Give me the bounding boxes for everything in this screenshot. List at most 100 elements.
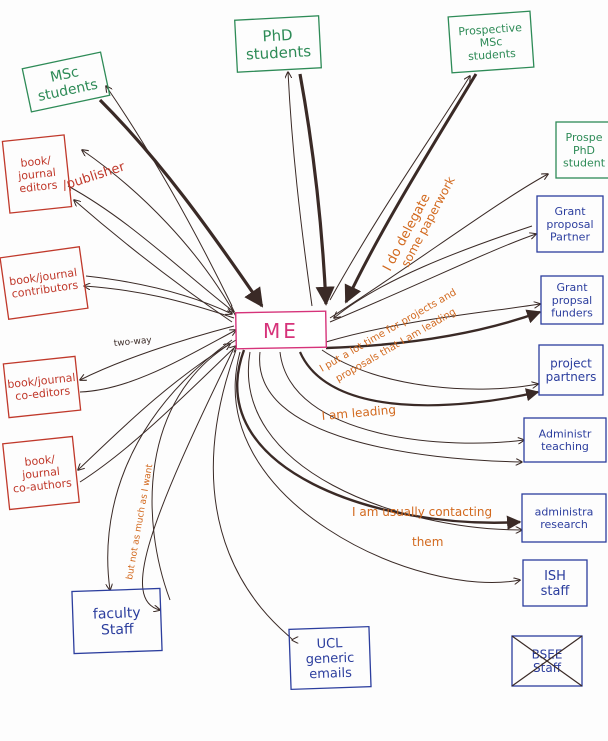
edge-faculty-to-me [151,344,230,601]
edge-me-to-grant-partner [329,234,536,323]
node-text-line: proposal [546,218,593,231]
edge-pmsc-to-me [344,73,478,304]
edge-me-to-faculty-2 [108,339,233,590]
node-text-line: editors [19,178,59,195]
node-text-line: teaching [541,440,589,453]
node-box [555,121,608,179]
edge-me-to-admin-teaching-2 [259,351,522,462]
edges [67,72,548,640]
node-box [1,134,73,214]
node-box [234,15,322,73]
node-text-line: administra [535,506,594,519]
node-text-line: faculty [93,605,141,623]
node-text-line: generic [305,651,354,668]
node-box [523,417,607,463]
edge-me-to-coeditors [80,325,235,380]
label-contacting-2: them [412,535,443,549]
edge-me-to-faculty [142,347,235,610]
edge-coauthors-to-me [79,346,236,483]
edge-editors-to-me [67,185,234,312]
cross-out-line [511,635,583,687]
label-i-am-leading: I am leading [321,403,396,423]
edge-me-to-pmsc [329,76,470,301]
node-text-line: student [563,157,606,170]
edge-me-to-ucl [212,349,292,640]
edge-me-to-ist [234,351,520,583]
node-box [540,275,604,325]
edge-labels: /publisher two-way I do delegate some pa… [61,159,492,580]
label-publisher: /publisher [61,159,128,193]
node-box [447,10,535,74]
label-contacting: I am usually contacting [352,505,492,519]
node-text-line: Partner [550,231,590,244]
label-two-way: two-way [113,336,152,349]
node-text-line: research [540,518,588,531]
label-put-a-lot: I put a lot time for projects and [318,287,458,374]
edge-msc-to-me [98,98,264,308]
node-text-line: PhD [262,26,293,46]
node-text-line: journal [17,166,57,183]
node-text-line: project [550,356,592,370]
node-text-line: co-authors [12,476,72,495]
edge-phd-to-me [298,73,335,306]
node-box [521,493,607,543]
edge-me-to-project [321,349,538,390]
node-box [538,344,604,396]
edge-me-to-admin-teaching [279,351,524,443]
node-text-line: partners [546,370,597,384]
node-text-line: funders [551,307,593,320]
center-node: ME [234,310,328,350]
center-label: ME [263,319,299,343]
node-text-line: ISH [544,569,566,584]
node-text-line: staff [541,584,571,599]
edge-me-to-admin-research [247,351,522,530]
edge-me-to-editors [74,200,233,323]
label-vertical: but not as much as I want [125,463,155,581]
node-box [2,355,82,419]
node-text-line: Prospective [458,21,523,38]
edge-grant-partner-to-me [334,225,533,318]
edge-me-to-project-2 [298,351,540,407]
node-text-line: students [468,47,517,63]
node-text-line: MSc [479,35,502,50]
edge-me-to-funders [325,304,540,343]
node-box [71,587,163,655]
node-text-line: Staff [533,661,562,675]
node-text-line: Administr [539,428,592,441]
node-text-line: journal [21,465,61,482]
node-box [21,51,111,113]
edge-me-to-admin-research-2 [236,349,522,530]
node-text-line: BSEE [532,647,563,661]
node-text-line: emails [309,666,352,682]
node-box [522,559,588,607]
node-text-line: MSc [49,64,80,86]
node-box [2,435,80,511]
edge-me-to-msc [106,86,233,307]
edge-coeditors-to-me [79,330,236,393]
node-text-line: Staff [101,621,134,638]
edge-me-to-pphd [329,174,548,319]
node-text-line: book/ [20,154,52,170]
edge-me-to-funders-2 [325,309,542,350]
node-box [511,635,583,687]
node-text-line: propsal [552,294,593,307]
edge-me-to-coauthors [78,339,237,470]
edge-contributors-to-me [85,275,232,314]
node-box [288,625,372,691]
node-text-line: book/ [24,453,56,469]
node-box [536,195,604,253]
